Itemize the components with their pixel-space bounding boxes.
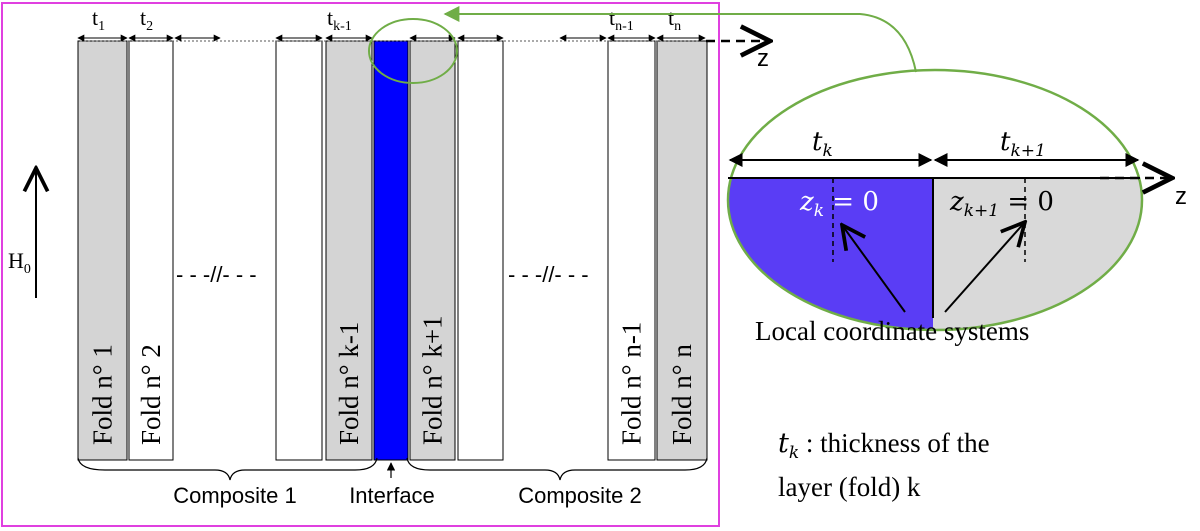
thickness-label-tn-1: tn-1 xyxy=(609,5,634,34)
zoom-tk1-label: tk+1 xyxy=(1000,127,1046,161)
local-pointer-k xyxy=(842,225,906,313)
zoom-tk-label: tk xyxy=(812,127,833,161)
fold-strip xyxy=(457,40,504,461)
z-axis-label: z xyxy=(757,45,769,72)
zoom-connector xyxy=(443,6,917,73)
local-coordinate-label: Local coordinate systems xyxy=(755,316,1029,346)
fold-label: Fold n° n-1 xyxy=(617,322,647,445)
local-pointer-k1 xyxy=(944,222,1025,313)
thickness-label-tk-1: tk-1 xyxy=(327,5,352,34)
legend-line-2: layer (fold) k xyxy=(778,472,921,502)
break-mark-right: - - -//- - - xyxy=(508,262,589,287)
fold-strips: Fold n° 1 Fold n° 2 Fold n° k-1 Fold n° k+1… xyxy=(77,40,708,461)
legend-line-1: tk : thickness of the xyxy=(778,428,990,463)
label-composite-1: Composite 1 xyxy=(173,483,297,508)
label-composite-2: Composite 2 xyxy=(518,483,642,508)
fold-label: Fold n° 1 xyxy=(88,344,118,445)
fold-label: Fold n° n xyxy=(667,344,697,445)
fold-strip xyxy=(409,40,456,461)
zoom-zk-label: zk = 0 xyxy=(799,187,879,221)
fold-strip xyxy=(607,40,656,461)
fold-label: Fold n° k+1 xyxy=(418,315,448,445)
thickness-label-t1: t1 xyxy=(92,5,105,34)
brace-composite-1 xyxy=(77,457,378,481)
break-mark-left: - - -//- - - xyxy=(176,262,257,287)
fold-strip xyxy=(128,40,174,461)
zoom-fill xyxy=(728,178,1142,330)
fold-strip xyxy=(373,40,409,461)
zoom-ellipse xyxy=(726,68,1144,332)
fold-label: Fold n° 2 xyxy=(136,344,166,445)
h0-field-label: H0 xyxy=(8,248,31,277)
label-interface: Interface xyxy=(349,483,435,508)
thickness-label-tn: tn xyxy=(668,5,681,34)
fold-strip xyxy=(275,40,323,461)
fold-strip xyxy=(656,40,708,461)
zoom-z-axis-label: z xyxy=(1175,183,1187,210)
left-panel-frame xyxy=(1,2,720,527)
fold-label: Fold n° k-1 xyxy=(334,322,364,445)
zoom-source-circle xyxy=(368,18,458,84)
zoom-zk1-label: zk+1 = 0 xyxy=(949,187,1054,221)
brace-composite-2 xyxy=(406,457,708,481)
thickness-label-t2: t2 xyxy=(140,5,153,34)
